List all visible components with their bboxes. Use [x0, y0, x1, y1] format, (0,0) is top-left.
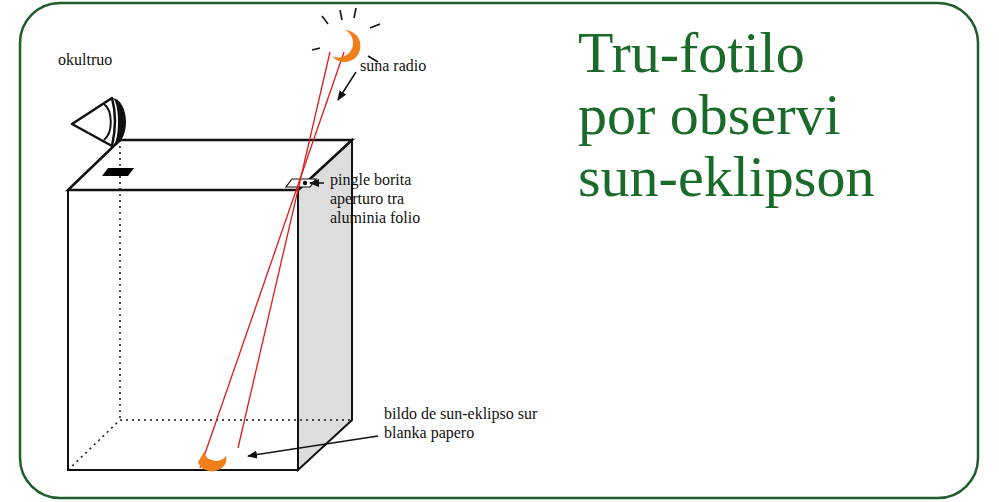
title: Tru-fotilo por observi sun-eklipson — [578, 22, 888, 208]
label-holder: bildo de sun-eklipso sur blanka papero — [384, 404, 542, 442]
eye-symbol — [72, 98, 126, 146]
label-holder: okultruo — [58, 50, 148, 69]
box-front — [68, 190, 298, 470]
hidden-edges — [68, 140, 352, 470]
eye-hole — [102, 168, 134, 176]
callout-label: bildo de sun-eklipso sur blanka papero — [384, 404, 542, 442]
label-holder: suna radio — [360, 56, 460, 75]
callout-label: okultruo — [58, 50, 148, 69]
pinhole — [303, 181, 307, 185]
box-top — [68, 140, 352, 190]
sun-rays — [200, 52, 344, 468]
title-holder: Tru-fotilo por observi sun-eklipson — [578, 22, 888, 208]
label-holder: pingle borita aperturo tra aluminia foli… — [330, 170, 434, 227]
image-crescent — [198, 452, 226, 471]
sun-glow — [312, 8, 380, 62]
callout-label: pingle borita aperturo tra aluminia foli… — [330, 170, 434, 227]
sun-crescent — [332, 30, 360, 62]
callout-label: suna radio — [360, 56, 460, 75]
frame — [20, 3, 978, 498]
leader-lines — [248, 72, 378, 456]
